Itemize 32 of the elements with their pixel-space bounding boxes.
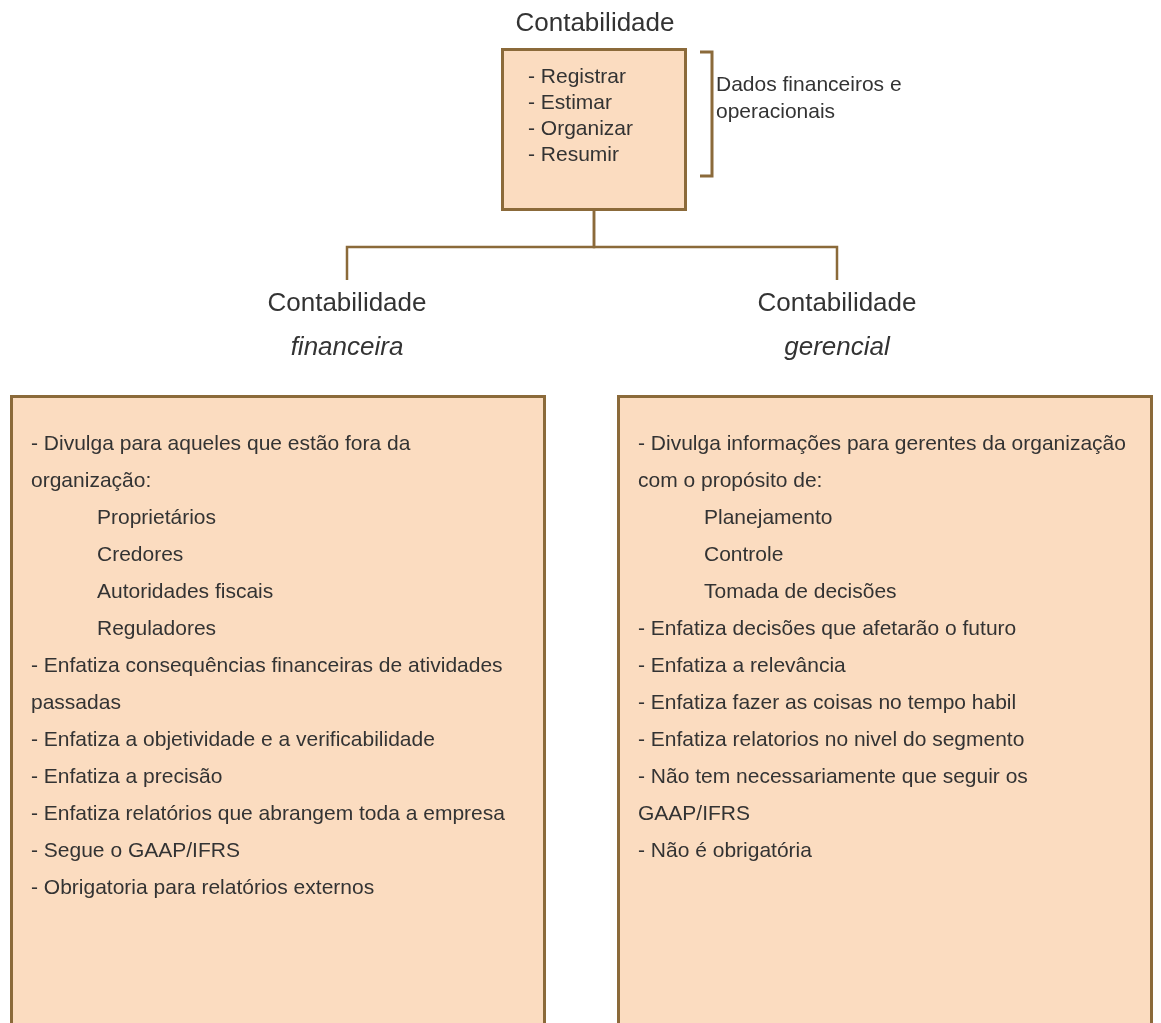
- list-item: Controle: [703, 541, 785, 567]
- connector-line: [592, 211, 839, 280]
- list-item: - Enfatiza a precisão: [31, 763, 224, 789]
- list-item: - Enfatiza consequências financeiras de atividades passadas: [31, 652, 504, 715]
- list-item: Tomada de decisões: [703, 578, 898, 604]
- list-item: - Organizar: [528, 115, 635, 141]
- list-item: Autoridades fiscais: [96, 578, 275, 604]
- list-item: - Enfatiza a relevância: [638, 652, 847, 678]
- heading: Contabilidade gerencial: [687, 280, 987, 368]
- list-item: - Registrar: [528, 63, 628, 89]
- list-item: - Não tem necessariamente que seguir os GAAP/IFRS: [638, 763, 1029, 826]
- list-item: - Enfatiza decisões que afetarão o futuro: [638, 615, 1018, 641]
- list-item: - Divulga informações para gerentes da organização com o propósito de:: [638, 430, 1127, 493]
- heading: Contabilidade: [514, 6, 676, 39]
- list-item: - Enfatiza relatórios que abrangem toda a empresa: [31, 800, 506, 826]
- list-item: - Divulga para aqueles que estão fora da organização:: [31, 430, 412, 493]
- list-item: Reguladores: [96, 615, 218, 641]
- list-item: - Obrigatoria para relatórios externos: [31, 874, 376, 900]
- list-item: - Segue o GAAP/IFRS: [31, 837, 241, 863]
- text-panel: [617, 395, 1153, 1023]
- list-item: Planejamento: [703, 504, 834, 530]
- list-item: - Enfatiza a objetividade e a verificabilidade: [31, 726, 436, 752]
- list-item: - Enfatiza relatorios no nivel do segmento: [638, 726, 1026, 752]
- list-item: - Estimar: [528, 89, 613, 115]
- list-item: Credores: [96, 541, 185, 567]
- list-item: - Não é obrigatória: [638, 837, 813, 863]
- list-item: Proprietários: [96, 504, 218, 530]
- bracket-note: Dados financeiros e operacionais: [716, 71, 903, 124]
- heading: Contabilidade financeira: [197, 280, 497, 368]
- text-panel: [10, 395, 546, 1023]
- list-item: - Resumir: [528, 141, 620, 167]
- list-item: - Enfatiza fazer as coisas no tempo habil: [638, 689, 1018, 715]
